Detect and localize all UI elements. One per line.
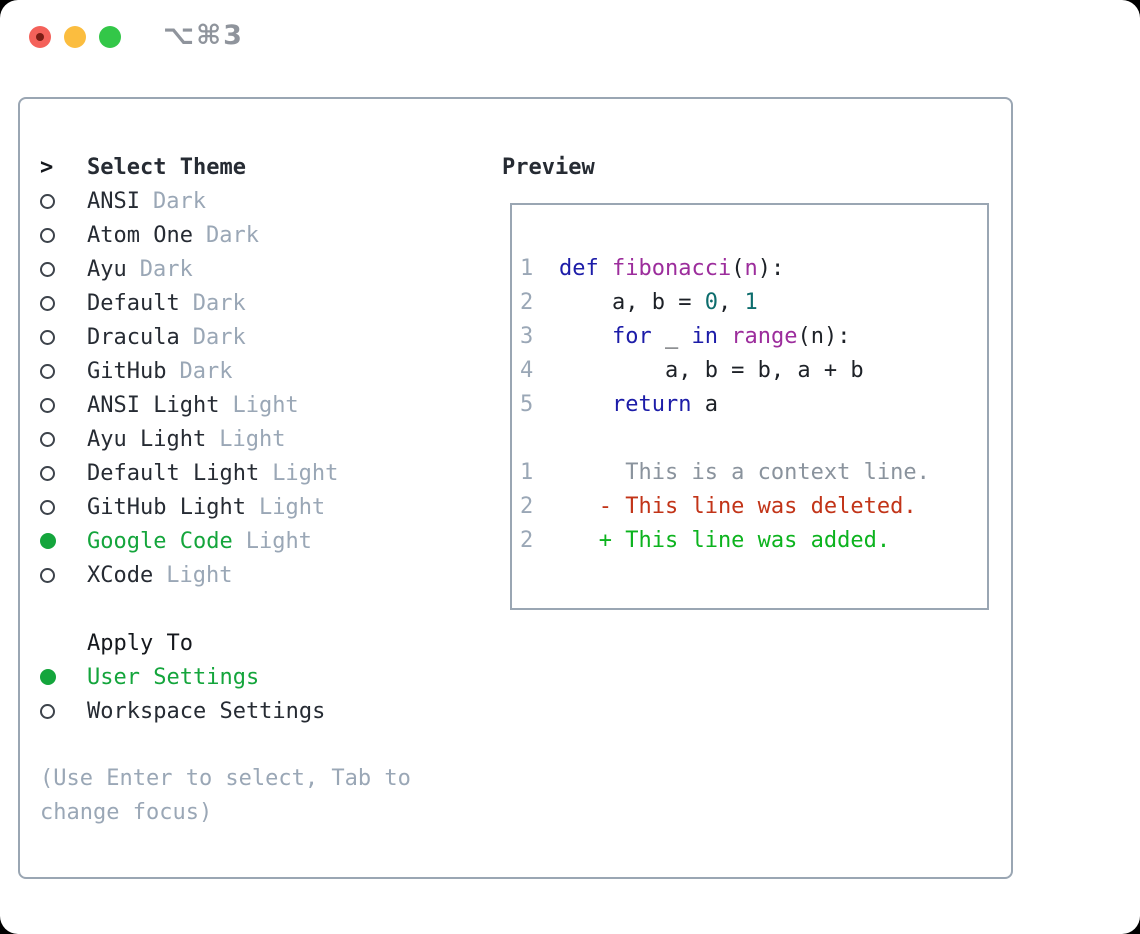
radio-unselected-icon	[40, 703, 55, 719]
radio-unselected-icon	[40, 329, 55, 345]
theme-variant-label: Light	[166, 562, 233, 588]
option-label: ANSI Light	[87, 392, 220, 418]
theme-option-github[interactable]: GitHub Dark	[40, 354, 338, 388]
preview-title-row: Preview	[502, 150, 595, 184]
theme-variant-label: Dark	[179, 358, 233, 384]
theme-option-ansi-light[interactable]: ANSI Light Light	[40, 388, 338, 422]
radio-selected-icon	[40, 533, 56, 549]
theme-variant-label: Dark	[205, 222, 259, 248]
code-line: 3 for _ in range(n):	[520, 320, 987, 354]
theme-list-title: Select Theme	[87, 154, 246, 180]
radio-unselected-icon	[40, 465, 55, 481]
code-text: This is a context line.	[559, 460, 930, 485]
code-line: 5 return a	[520, 388, 987, 422]
code-line: 2 - This line was deleted.	[520, 490, 987, 524]
theme-option-dracula[interactable]: Dracula Dark	[40, 320, 338, 354]
theme-variant-label: Dark	[192, 290, 246, 316]
radio-unselected-icon	[40, 499, 55, 515]
preview-title: Preview	[502, 154, 595, 180]
apply-option-workspace-settings[interactable]: Workspace Settings	[40, 694, 325, 728]
line-number	[520, 422, 559, 456]
option-label: Ayu	[87, 256, 127, 282]
code-text: def fibonacci(n):	[559, 256, 785, 281]
line-number: 2	[520, 528, 534, 553]
line-number: 2	[520, 290, 534, 315]
apply-option-user-settings[interactable]: User Settings	[40, 660, 325, 694]
theme-variant-label: Light	[245, 528, 312, 554]
code-text: for _ in range(n):	[611, 324, 851, 349]
radio-unselected-icon	[40, 567, 55, 583]
code-line: 2 + This line was added.	[520, 524, 987, 558]
option-label: GitHub Light	[87, 494, 246, 520]
option-label: Google Code	[87, 528, 233, 554]
code-text: return a	[611, 392, 718, 417]
option-label: ANSI	[87, 188, 140, 214]
code-text: + This line was added.	[559, 528, 891, 553]
radio-unselected-icon	[40, 261, 55, 277]
theme-list-title-row: > Select Theme	[40, 150, 338, 184]
theme-variant-label: Light	[232, 392, 299, 418]
close-button-icon[interactable]	[29, 26, 51, 48]
theme-variant-label: Light	[272, 460, 339, 486]
line-number: 1	[520, 256, 534, 281]
theme-option-ayu[interactable]: Ayu Dark	[40, 252, 338, 286]
option-label: Default	[87, 290, 180, 316]
radio-selected-icon	[40, 669, 56, 685]
radio-unselected-icon	[40, 397, 55, 413]
apply-to-title-row: Apply To	[40, 626, 325, 660]
theme-option-github-light[interactable]: GitHub Light Light	[40, 490, 338, 524]
code-line: 1 def fibonacci(n):	[520, 252, 987, 286]
code-line: 4 a, b = b, a + b	[520, 354, 987, 388]
help-text: (Use Enter to select, Tab to change focu…	[40, 766, 411, 825]
zoom-button-icon[interactable]	[99, 26, 121, 48]
theme-variant-label: Dark	[139, 256, 193, 282]
theme-option-default-light[interactable]: Default Light Light	[40, 456, 338, 490]
option-label: Workspace Settings	[87, 698, 326, 724]
line-number: 2	[520, 494, 534, 519]
radio-unselected-icon	[40, 227, 55, 243]
theme-option-atom-one[interactable]: Atom One Dark	[40, 218, 338, 252]
apply-to-title: Apply To	[87, 630, 193, 656]
option-label: User Settings	[87, 664, 260, 690]
cursor-icon: >	[40, 154, 54, 180]
minimize-button-icon[interactable]	[64, 26, 86, 48]
option-label: Atom One	[87, 222, 193, 248]
option-label: GitHub	[87, 358, 167, 384]
option-label: Dracula	[87, 324, 180, 350]
theme-variant-label: Light	[258, 494, 326, 520]
radio-unselected-icon	[40, 431, 55, 447]
code-text: a, b = 0, 1	[559, 290, 758, 315]
radio-unselected-icon	[40, 363, 55, 379]
option-label: Default Light	[87, 460, 260, 486]
radio-unselected-icon	[40, 295, 55, 311]
option-label: Ayu Light	[87, 426, 207, 452]
theme-variant-label: Dark	[192, 324, 246, 350]
line-number: 3	[520, 324, 534, 349]
code-line: 2 a, b = 0, 1	[520, 286, 987, 320]
code-line	[520, 422, 987, 456]
code-text: a, b = b, a + b	[559, 358, 864, 383]
line-number: 4	[520, 358, 534, 383]
theme-variant-label: Dark	[152, 188, 206, 214]
theme-variant-label: Light	[219, 426, 286, 452]
line-number: 1	[520, 460, 534, 485]
theme-option-ansi[interactable]: ANSI Dark	[40, 184, 338, 218]
window-shortcut-label: ⌥⌘3	[163, 20, 244, 51]
option-label: XCode	[87, 562, 154, 588]
radio-unselected-icon	[40, 193, 55, 209]
theme-option-default[interactable]: Default Dark	[40, 286, 338, 320]
theme-option-google-code[interactable]: Google Code Light	[40, 524, 338, 558]
line-number: 5	[520, 392, 534, 417]
code-text: - This line was deleted.	[559, 494, 917, 519]
theme-option-xcode[interactable]: XCode Light	[40, 558, 338, 592]
code-line: 1 This is a context line.	[520, 456, 987, 490]
theme-option-ayu-light[interactable]: Ayu Light Light	[40, 422, 338, 456]
